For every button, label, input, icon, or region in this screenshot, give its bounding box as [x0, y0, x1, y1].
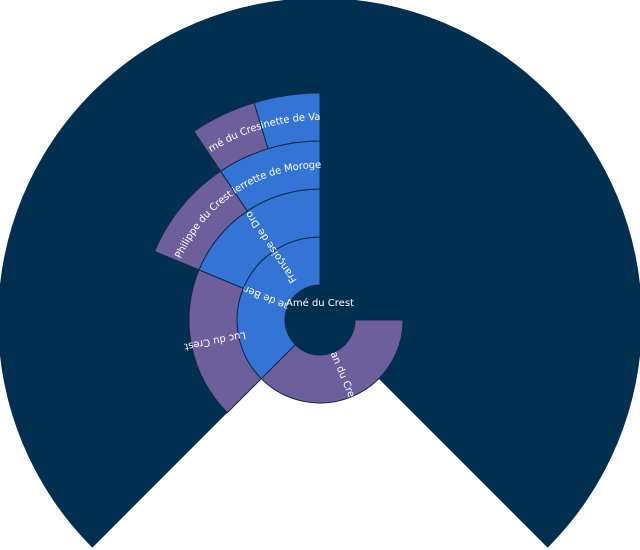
root-person-label: Amé du Crest: [286, 297, 354, 309]
root-person-circle[interactable]: [285, 285, 355, 355]
ancestor-segment-gen4-female[interactable]: [253, 92, 321, 150]
